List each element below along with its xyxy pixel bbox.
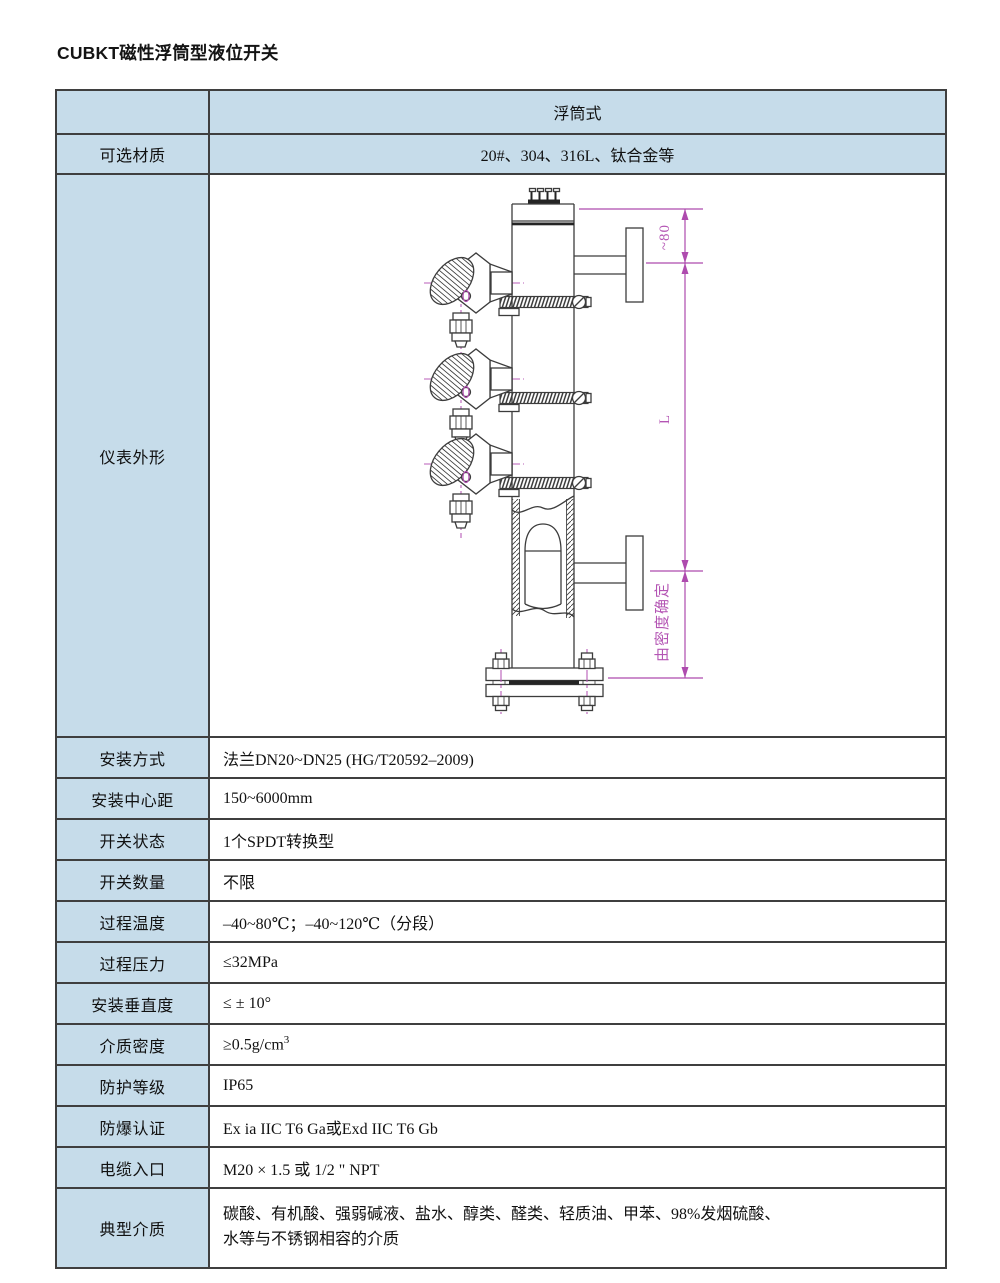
spec-label-cell: 开关数量 xyxy=(55,859,210,902)
spec-label-cell: 典型介质 xyxy=(55,1187,210,1269)
spec-value-cell: M20 × 1.5 或 1/2 " NPT xyxy=(208,1146,947,1189)
spec-value-cell: 150~6000mm xyxy=(208,777,947,820)
drawing-row: 仪表外形 xyxy=(55,173,947,738)
page-title: CUBKT磁性浮筒型液位开关 xyxy=(57,43,279,63)
header-row: 浮筒式 xyxy=(55,89,947,135)
spec-row: 安装方式 法兰DN20~DN25 (HG/T20592–2009) xyxy=(55,736,947,779)
drawing-label-cell: 仪表外形 xyxy=(55,173,210,738)
top-studs xyxy=(528,187,561,200)
chamber-column xyxy=(511,187,575,668)
spec-value-cell: ≤32MPa xyxy=(208,941,947,984)
spec-label-cell: 过程温度 xyxy=(55,900,210,943)
material-label-cell: 可选材质 xyxy=(55,133,210,175)
spec-row: 过程压力 ≤32MPa xyxy=(55,941,947,984)
dim-label-top: ~80 xyxy=(657,224,673,250)
spec-value-cell: ≤ ± 10° xyxy=(208,982,947,1025)
spec-row: 防护等级 IP65 xyxy=(55,1064,947,1107)
spec-row: 开关状态 1个SPDT转换型 xyxy=(55,818,947,861)
spec-label-cell: 介质密度 xyxy=(55,1023,210,1066)
spec-value-cell: Ex ia IIC T6 Ga或Exd IIC T6 Gb xyxy=(208,1105,947,1148)
spec-value-cell: IP65 xyxy=(208,1064,947,1107)
instrument-drawing: ~80 L 由密度确定 xyxy=(420,187,703,714)
switch-head-icon-2 xyxy=(420,344,592,454)
drawing-cell: ~80 L 由密度确定 xyxy=(208,173,947,738)
spec-row: 介质密度 ≥0.5g/cm3 xyxy=(55,1023,947,1066)
spec-row: 安装中心距 150~6000mm xyxy=(55,777,947,820)
spec-label-cell: 安装垂直度 xyxy=(55,982,210,1025)
switch-head-icon-1 xyxy=(420,248,592,358)
cutaway-section xyxy=(511,495,575,618)
material-value-cell: 20#、304、316L、钛合金等 xyxy=(208,133,947,175)
spec-row: 过程温度 –40~80℃；–40~120℃（分段） xyxy=(55,900,947,943)
spec-label-cell: 电缆入口 xyxy=(55,1146,210,1189)
spec-row: 开关数量 不限 xyxy=(55,859,947,902)
spec-value-cell: 碳酸、有机酸、强弱碱液、盐水、醇类、醛类、轻质油、甲苯、98%发烟硫酸、 水等与… xyxy=(208,1187,947,1269)
spec-row: 安装垂直度 ≤ ± 10° xyxy=(55,982,947,1025)
spec-label-cell: 开关状态 xyxy=(55,818,210,861)
spec-value-cell: 不限 xyxy=(208,859,947,902)
spec-row: 电缆入口 M20 × 1.5 或 1/2 " NPT xyxy=(55,1146,947,1189)
spec-label-cell: 防爆认证 xyxy=(55,1105,210,1148)
spec-row: 典型介质 碳酸、有机酸、强弱碱液、盐水、醇类、醛类、轻质油、甲苯、98%发烟硫酸… xyxy=(55,1187,947,1269)
spec-label-cell: 防护等级 xyxy=(55,1064,210,1107)
superscript: 3 xyxy=(283,1034,290,1047)
dim-label-density: 由密度确定 xyxy=(654,582,671,662)
spec-value-cell: –40~80℃；–40~120℃（分段） xyxy=(208,900,947,943)
spec-table: 浮筒式 可选材质 20#、304、316L、钛合金等 仪表外形 xyxy=(55,89,947,1269)
bottom-nozzle-flange xyxy=(574,535,644,611)
header-type-cell: 浮筒式 xyxy=(208,89,947,135)
spec-value-cell: 法兰DN20~DN25 (HG/T20592–2009) xyxy=(208,736,947,779)
header-empty-cell xyxy=(55,89,210,135)
top-nozzle-flange xyxy=(574,227,644,303)
spec-value-cell: 1个SPDT转换型 xyxy=(208,818,947,861)
spec-row: 防爆认证 Ex ia IIC T6 Ga或Exd IIC T6 Gb xyxy=(55,1105,947,1148)
spec-label-cell: 安装方式 xyxy=(55,736,210,779)
bottom-flange-assembly xyxy=(485,649,604,714)
spec-label-cell: 过程压力 xyxy=(55,941,210,984)
spec-label-cell: 安装中心距 xyxy=(55,777,210,820)
dimension-lines: ~80 L 由密度确定 xyxy=(579,208,703,679)
float-displacer xyxy=(524,523,562,610)
material-row: 可选材质 20#、304、316L、钛合金等 xyxy=(55,133,947,175)
dim-label-length: L xyxy=(657,414,673,424)
spec-value-cell: ≥0.5g/cm3 xyxy=(208,1023,947,1066)
switch-head-icon-3 xyxy=(420,429,592,539)
